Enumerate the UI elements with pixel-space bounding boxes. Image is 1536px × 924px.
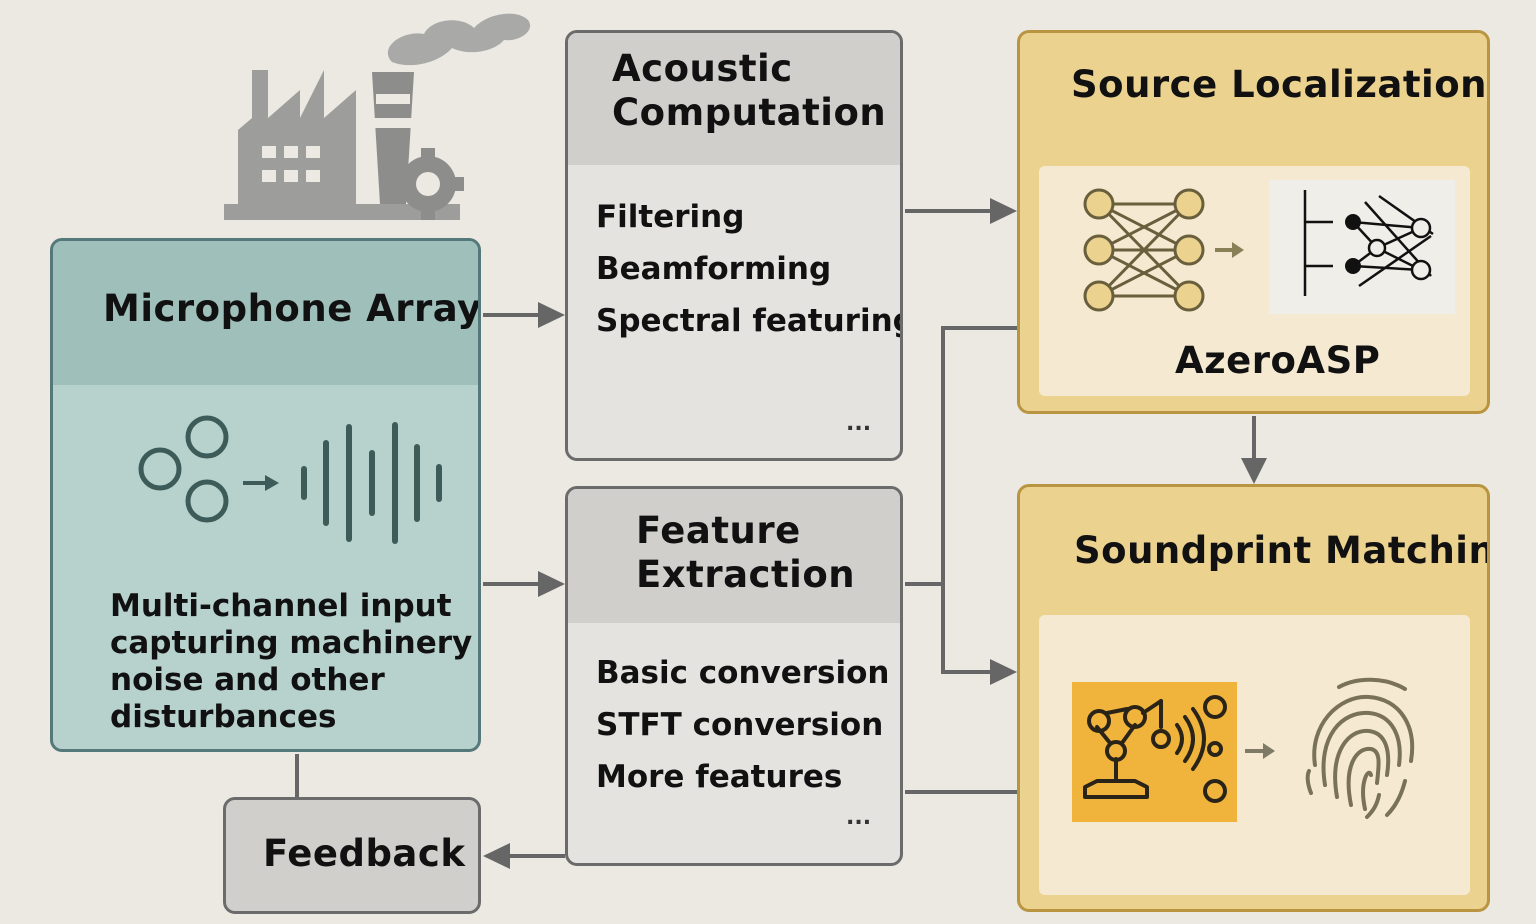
microphone-array-title: Microphone Array <box>103 287 481 330</box>
azeroasp-label: AzeroASP <box>1175 339 1381 382</box>
soundprint-matching-panel <box>1039 615 1470 895</box>
soundprint-matching-title: Soundprint Matching <box>1074 529 1490 572</box>
acoustic-item-beamforming: Beamforming <box>596 251 832 287</box>
acoustic-computation-header: Acoustic Computation <box>568 33 900 165</box>
arrow-icon <box>1245 743 1275 759</box>
arrow-icon <box>243 475 279 491</box>
microphone-array-icon <box>138 415 442 544</box>
feature-extraction-title-line-1: Feature <box>636 509 801 552</box>
feature-extraction-title-line-2: Extraction <box>636 553 856 596</box>
arrowhead-acoustic <box>538 302 565 328</box>
acoustic-computation-box: Acoustic Computation Filtering Beamformi… <box>565 30 903 461</box>
feature-item-stft-conversion: STFT conversion <box>596 707 884 743</box>
arrowhead-soundprint-branch <box>990 659 1017 685</box>
source-localization-panel: AzeroASP <box>1039 166 1470 396</box>
microphone-array-header: Microphone Array <box>53 241 478 385</box>
microphone-array-box: Microphone Array Multi-channel input cap… <box>50 238 481 752</box>
robot-arm-icon <box>1083 695 1227 803</box>
source-localization-title: Source Localization <box>1071 63 1487 106</box>
feedback-box: Feedback <box>223 797 481 914</box>
soundprint-illustration <box>1072 677 1415 822</box>
feature-extraction-box: Feature Extraction Basic conversion STFT… <box>565 486 903 866</box>
arrowhead-source <box>990 198 1017 224</box>
neural-network-icon <box>1083 180 1455 314</box>
acoustic-computation-title-line-2: Computation <box>612 91 887 134</box>
soundprint-matching-box: Soundprint Matching <box>1017 484 1490 912</box>
fingerprint-icon <box>1305 677 1415 819</box>
feature-item-basic-conversion: Basic conversion <box>596 655 890 691</box>
arrowhead-feedback <box>483 843 510 869</box>
acoustic-more-ellipsis: ... <box>846 411 872 436</box>
connector-source-to-soundprint-branch <box>941 326 1017 674</box>
source-localization-box: Source Localization <box>1017 30 1490 414</box>
microphone-array-desc-line-3: noise and other <box>110 662 385 698</box>
feature-more-ellipsis: ... <box>846 805 872 830</box>
microphone-array-desc-line-2: capturing machinery <box>110 625 473 661</box>
acoustic-computation-title-line-1: Acoustic <box>612 47 793 90</box>
factory-icon <box>224 13 531 220</box>
acoustic-item-filtering: Filtering <box>596 199 745 235</box>
feature-item-more-features: More features <box>596 759 843 795</box>
acoustic-item-spectral-featuring: Spectral featuring <box>596 303 903 339</box>
feature-extraction-header: Feature Extraction <box>568 489 900 623</box>
microphone-array-desc-line-1: Multi-channel input <box>110 588 452 624</box>
arrowhead-feature <box>538 571 565 597</box>
sound-wave-icon <box>301 422 442 544</box>
arrowhead-soundprint <box>1241 458 1267 484</box>
arrow-icon <box>1215 242 1244 258</box>
microphone-array-desc-line-4: disturbances <box>110 699 337 735</box>
feedback-title: Feedback <box>263 832 466 875</box>
